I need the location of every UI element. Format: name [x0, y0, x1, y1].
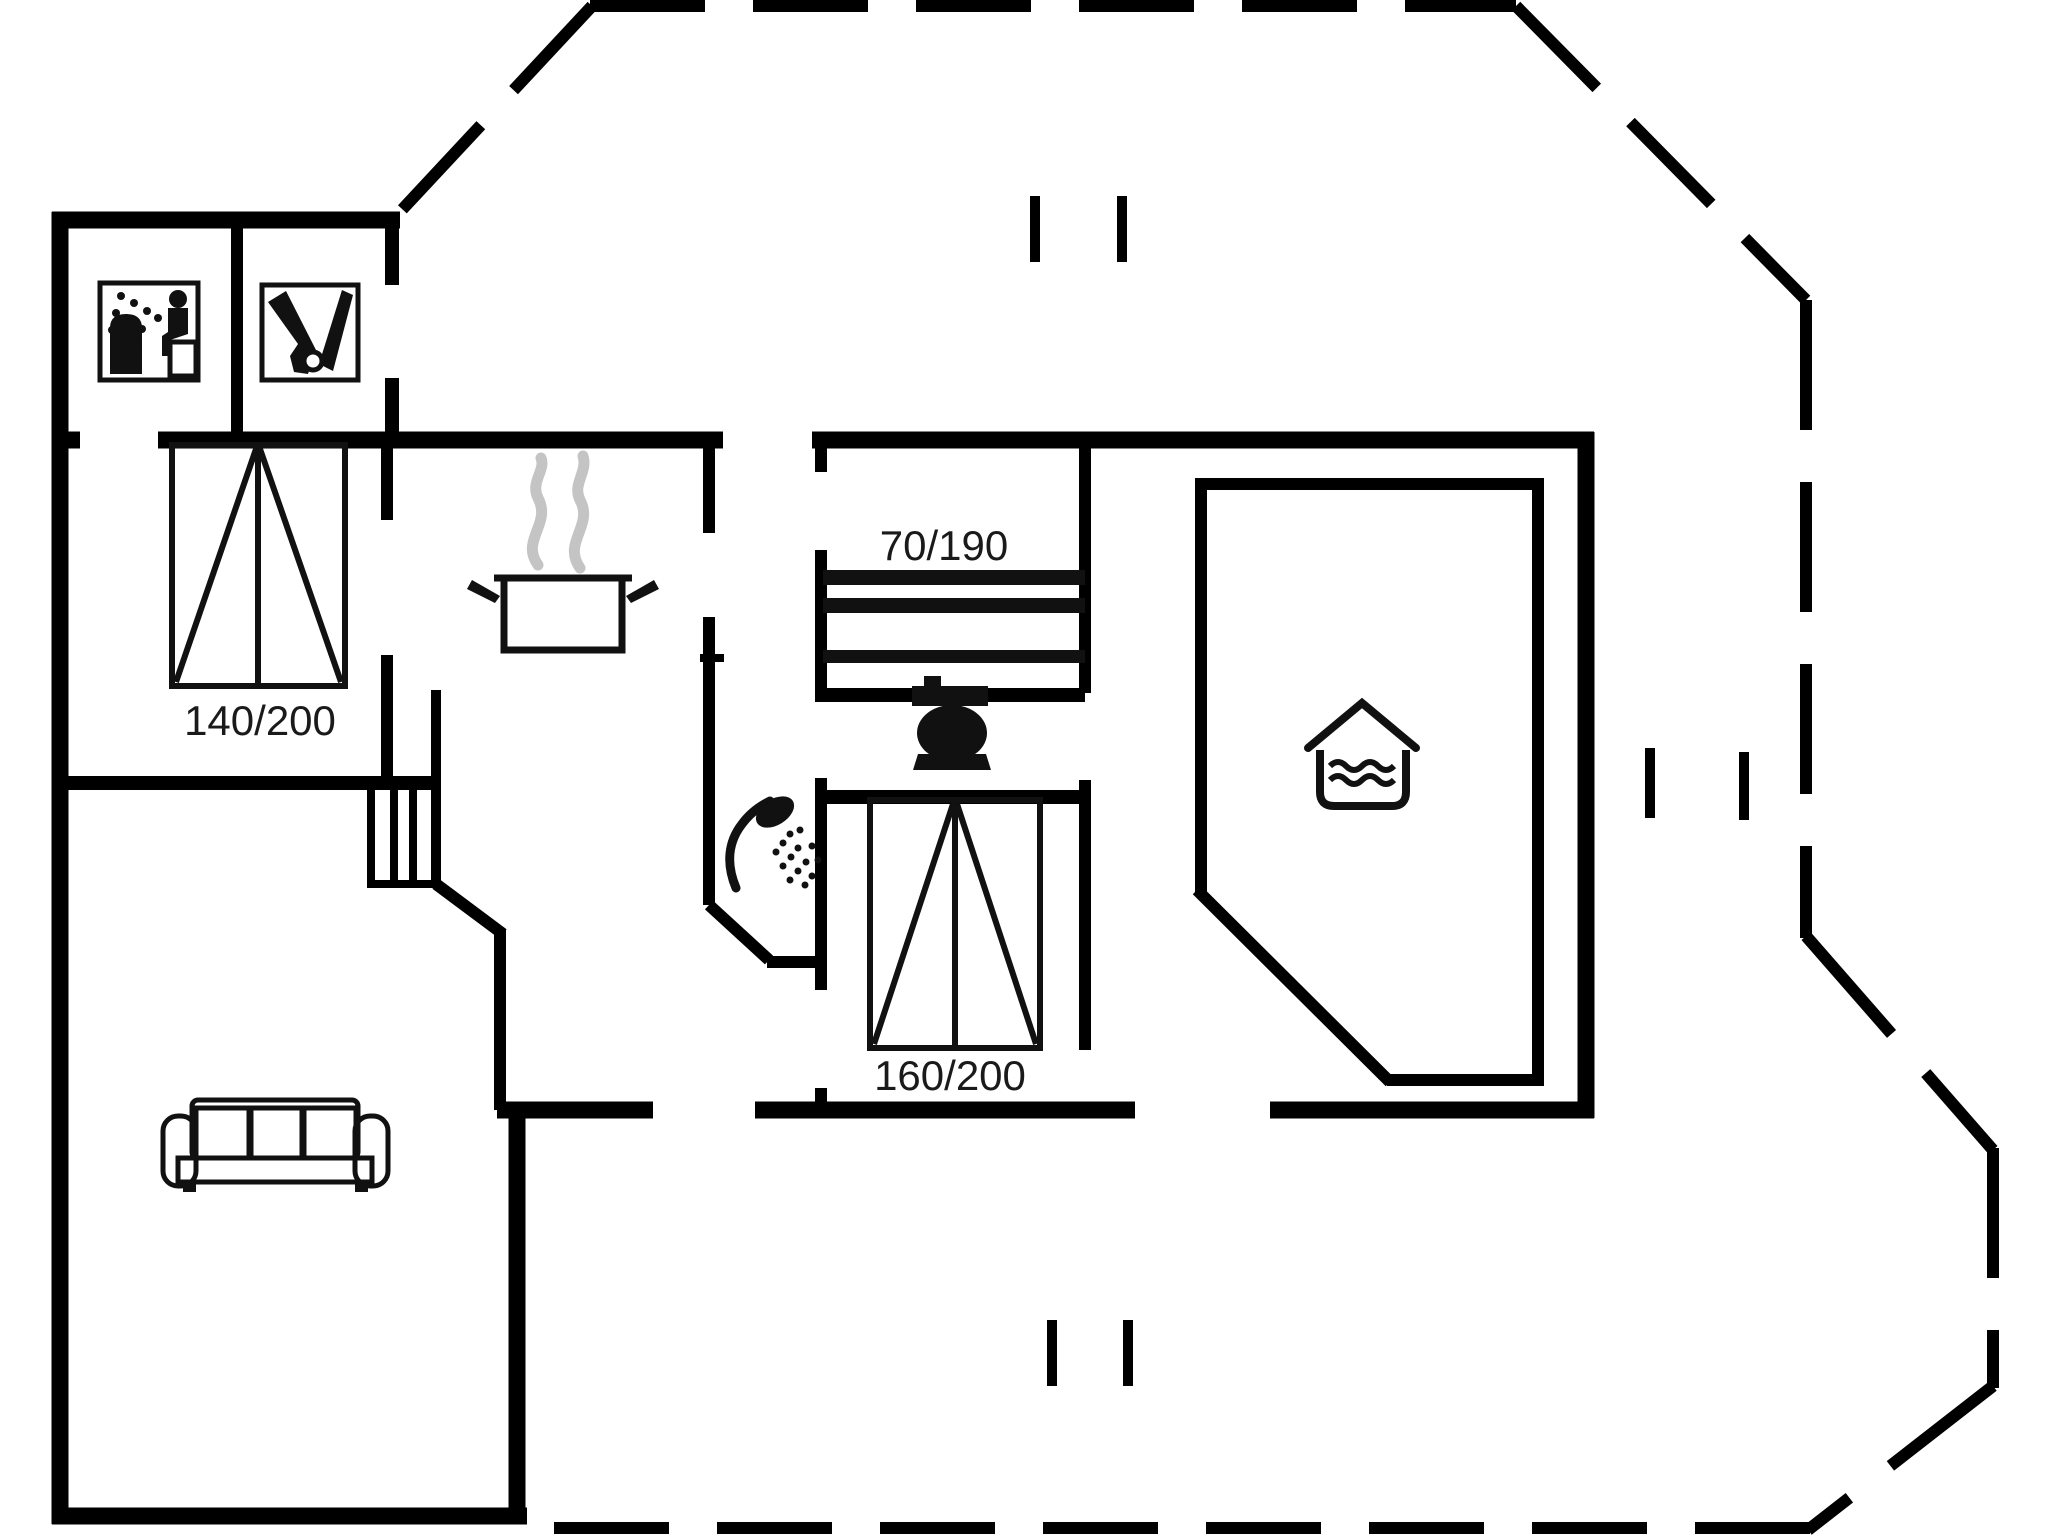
steam-curl-1 — [526, 452, 548, 571]
bunk-bar-2 — [823, 598, 1085, 613]
shower-icon — [725, 796, 822, 893]
steam-curl-2 — [568, 450, 590, 574]
pool-roof — [1304, 697, 1420, 752]
pot-handle-right — [626, 580, 659, 603]
terrace-right-out-diagonal — [1801, 932, 1998, 1154]
pot-body — [500, 574, 626, 654]
bed-duvet-left — [871, 803, 956, 1045]
pool-wave-2 — [1327, 773, 1397, 787]
bunk-bed-70-190: 70/190 — [823, 522, 1085, 663]
toilet-icon — [912, 676, 991, 770]
toilet-bowl — [917, 705, 987, 761]
whirlpool-box — [259, 282, 361, 383]
sofa-base — [175, 1155, 375, 1185]
sauna-icon — [97, 280, 201, 383]
sofa-arm-left — [160, 1113, 199, 1189]
sauna-person-head — [169, 290, 187, 308]
pool-icon — [1304, 697, 1420, 810]
sofa-cushion-1 — [193, 1105, 252, 1161]
sauna-stove — [110, 314, 142, 374]
terrace-topleft-diagonal — [393, 1, 597, 219]
toilet-base — [913, 754, 991, 770]
exterior-walls — [51, 211, 1595, 1525]
pool-wave-1 — [1327, 759, 1397, 773]
terrace-boundary — [393, 0, 1999, 1535]
interior-walls — [52, 228, 1544, 1110]
sauna-bench — [167, 339, 199, 379]
wall-shower-diagonal — [704, 900, 774, 965]
sauna-person-body — [162, 308, 188, 356]
wall-pool-diagonal — [1192, 885, 1395, 1087]
bunk-bar-3 — [823, 650, 1085, 663]
sofa-foot-right — [355, 1182, 368, 1192]
bunk-label-70-190: 70/190 — [880, 522, 1008, 569]
shower-head — [755, 796, 795, 828]
stairs-icon — [367, 785, 440, 888]
terrace-bottomright-diagonal — [1804, 1381, 1997, 1535]
toilet-tank — [912, 686, 988, 706]
shower-hose — [725, 796, 775, 893]
stove-pot-icon — [467, 450, 659, 654]
bed-160-200: 160/200 — [867, 797, 1043, 1099]
bed-duvet-right — [257, 448, 344, 683]
shower-spray — [772, 826, 822, 889]
sauna-steam-dots — [108, 292, 162, 350]
bed-label-140-200: 140/200 — [184, 697, 336, 744]
pot-handle-left — [467, 580, 500, 603]
sofa-icon — [160, 1097, 391, 1192]
whirlpool-icon — [259, 282, 361, 383]
sofa-foot-left — [183, 1182, 196, 1192]
bed-140-200: 140/200 — [169, 442, 348, 744]
bed-duvet-right — [954, 803, 1039, 1045]
whirlpool-jet-left — [268, 291, 316, 374]
sofa-cushion-3 — [301, 1105, 359, 1161]
bunk-bar-1 — [823, 570, 1085, 585]
toilet-button — [924, 676, 941, 688]
bed-label-160-200: 160/200 — [874, 1052, 1026, 1099]
terrace-topright-diagonal — [1511, 1, 1811, 305]
whirlpool-jet-right — [319, 290, 353, 371]
bed-duvet-left — [173, 448, 259, 683]
pool-basin — [1316, 750, 1410, 810]
step-markers — [1030, 196, 1749, 1386]
sauna-box — [97, 280, 201, 383]
whirlpool-bubble — [301, 349, 325, 373]
wall-livingroom-diagonal — [432, 879, 507, 939]
sofa-cushion-2 — [248, 1105, 305, 1161]
sofa-arm-right — [352, 1113, 391, 1189]
